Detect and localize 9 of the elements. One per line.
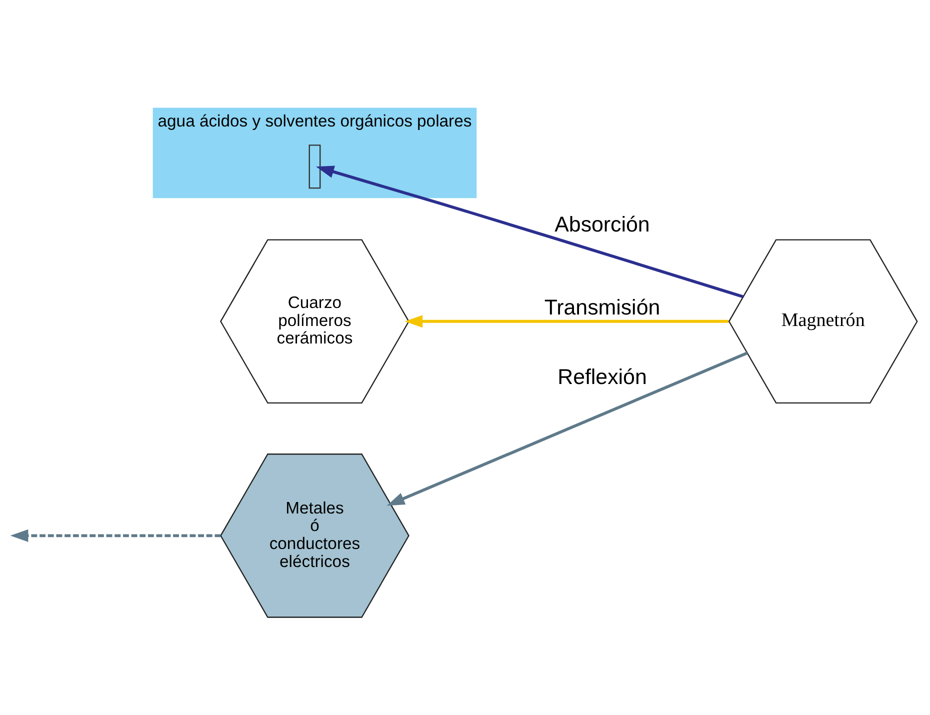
cluster: agua ácidos y solventes orgánicos polares [152, 107, 476, 198]
edge-label: Transmisión [544, 295, 660, 320]
edge-label: Absorción [554, 212, 650, 236]
arrow [316, 165, 743, 298]
node-bar [308, 144, 320, 188]
arrow [404, 314, 728, 328]
arrow [10, 528, 220, 542]
arrow [386, 351, 748, 506]
edge-label: Reflexión [557, 364, 646, 388]
